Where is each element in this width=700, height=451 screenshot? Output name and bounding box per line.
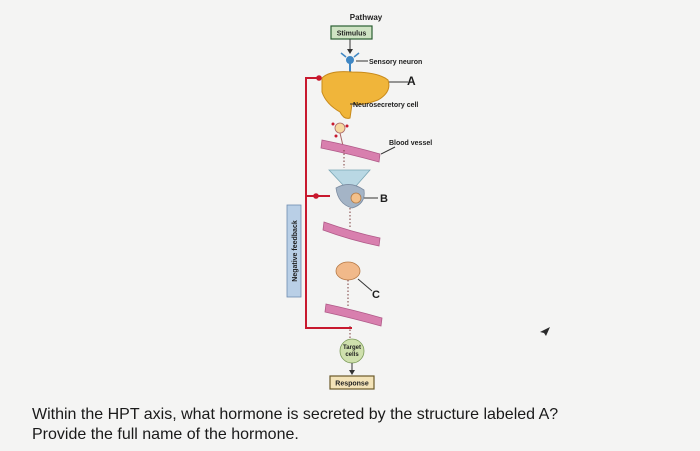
neurosecretory-cell-label: Neurosecretory cell: [353, 102, 418, 109]
blood-vessel-pointer: [381, 147, 395, 154]
blood-vessel-label: Blood vessel: [389, 140, 432, 147]
label-a: A: [407, 74, 416, 88]
negative-feedback-label: Negative feedback: [292, 220, 299, 282]
question-text: Within the HPT axis, what hormone is sec…: [32, 405, 672, 445]
question-line-1: Within the HPT axis, what hormone is sec…: [32, 405, 672, 425]
label-b: B: [380, 193, 388, 205]
blood-vessel-1: [321, 140, 380, 162]
response-label: Response: [335, 381, 369, 388]
pituitary-stalk: [329, 170, 370, 186]
feedback-inhibit-dot-2: [313, 193, 319, 199]
pathway-title: Pathway: [350, 13, 383, 22]
sensory-neuron-label: Sensory neuron: [369, 59, 422, 66]
target-cells-label-1: Target: [343, 345, 361, 351]
label-c-pointer: [358, 279, 372, 291]
label-c: C: [372, 289, 380, 301]
pituitary-cell: [351, 193, 361, 203]
sensory-neuron: [341, 53, 359, 74]
response-arrowhead: [349, 370, 355, 375]
stimulus-arrowhead: [347, 49, 353, 54]
mouse-cursor-icon: [540, 327, 550, 336]
stimulus-label: Stimulus: [337, 31, 367, 38]
hypothalamus-structure-a: [322, 72, 389, 119]
thyroid-gland-c: [336, 262, 360, 280]
blood-vessel-3: [325, 304, 382, 326]
target-cells: [340, 339, 364, 363]
blood-vessel-2: [323, 222, 380, 246]
question-line-2: Provide the full name of the hormone.: [32, 425, 672, 445]
target-cells-label-2: cells: [345, 352, 359, 358]
feedback-inhibit-dot-1: [316, 75, 322, 81]
